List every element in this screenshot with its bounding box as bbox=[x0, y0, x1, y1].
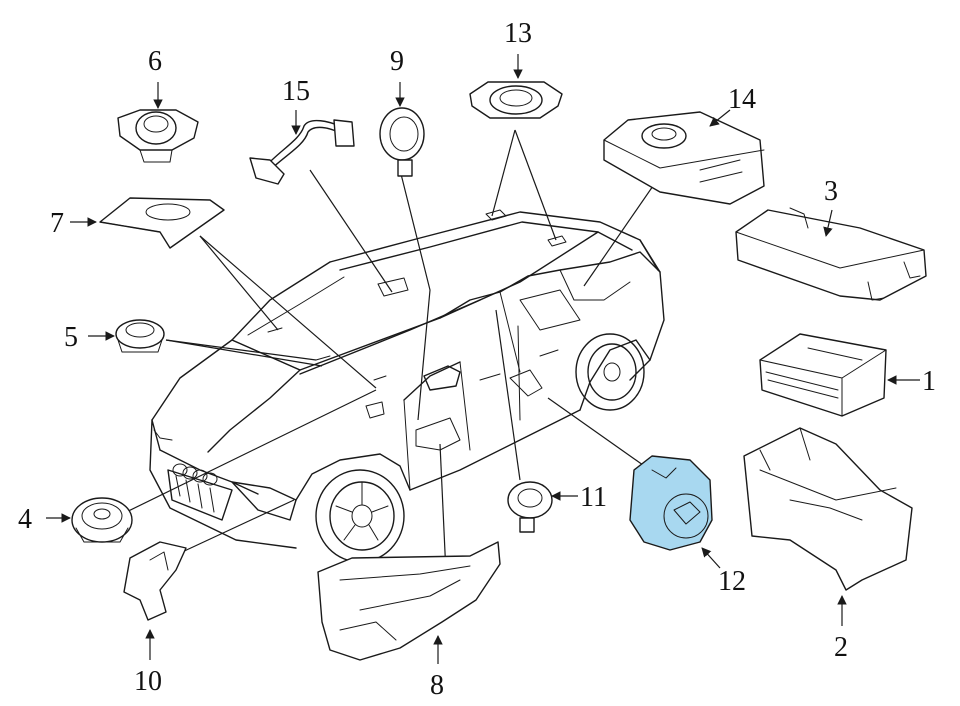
callout-13: 13 bbox=[504, 18, 532, 49]
callout-3: 3 bbox=[824, 176, 838, 207]
callout-9: 9 bbox=[390, 46, 404, 77]
callout-arrows bbox=[46, 54, 920, 664]
leader-lines bbox=[109, 129, 665, 575]
part-14-subwoofer-enclosure[interactable] bbox=[603, 111, 765, 205]
part-2-mounting-frame[interactable] bbox=[743, 427, 913, 591]
part-13-tweeter[interactable] bbox=[469, 81, 563, 119]
callout-4: 4 bbox=[18, 504, 32, 535]
part-12-control-module-highlighted[interactable] bbox=[629, 455, 713, 551]
part-9-speaker[interactable] bbox=[379, 107, 425, 177]
callout-12: 12 bbox=[718, 566, 746, 597]
callout-5: 5 bbox=[64, 322, 78, 353]
callout-7: 7 bbox=[50, 208, 64, 239]
callout-6: 6 bbox=[148, 46, 162, 77]
part-1-amplifier-module[interactable] bbox=[759, 333, 887, 417]
part-8-door-speaker-bracket[interactable] bbox=[317, 541, 501, 661]
callout-15: 15 bbox=[282, 76, 310, 107]
part-11-speaker[interactable] bbox=[507, 481, 553, 533]
vehicle-outline bbox=[149, 209, 665, 563]
callout-10: 10 bbox=[134, 666, 162, 697]
part-15-wiring-harness[interactable] bbox=[249, 119, 355, 185]
part-4-speaker[interactable] bbox=[71, 497, 133, 543]
callout-14: 14 bbox=[728, 84, 756, 115]
part-7-speaker-bracket[interactable] bbox=[99, 197, 225, 249]
callout-numbers: 6 9 13 15 14 3 7 5 1 4 11 12 10 8 2 bbox=[18, 18, 936, 701]
callout-2: 2 bbox=[834, 632, 848, 663]
part-6-tweeter[interactable] bbox=[117, 109, 199, 163]
part-3-amplifier-mounting-bracket[interactable] bbox=[735, 207, 927, 301]
callout-1: 1 bbox=[922, 366, 936, 397]
callout-8: 8 bbox=[430, 670, 444, 701]
part-5-speaker[interactable] bbox=[115, 319, 165, 353]
callout-11: 11 bbox=[580, 482, 607, 513]
part-10-bracket[interactable] bbox=[123, 541, 187, 621]
brand-logo-rings bbox=[172, 463, 218, 486]
